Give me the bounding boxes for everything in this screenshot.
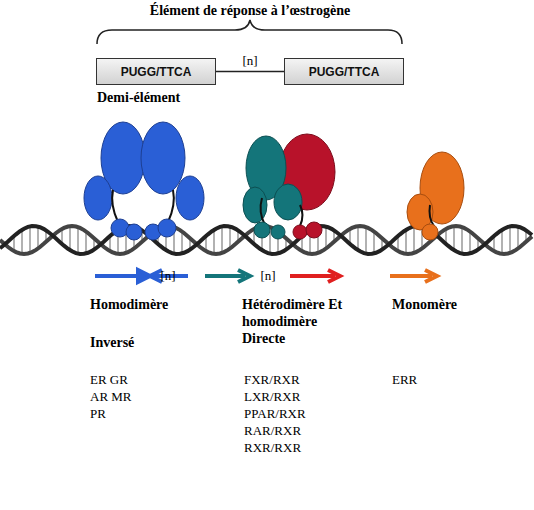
- title-label: Élément de réponse à l’œstrogène: [150, 3, 350, 20]
- spacer-label: [n]: [160, 268, 175, 284]
- dna-rung: [229, 227, 231, 249]
- half-element-box: PUGG/TTCA: [284, 58, 404, 85]
- dna-rung: [325, 227, 327, 249]
- dna-rung: [21, 230, 23, 254]
- heterodimer-protein: [243, 134, 335, 239]
- dna-rung: [373, 232, 375, 254]
- dna-rung: [221, 226, 223, 253]
- group-label: Hétérodimère Et homodimère Directe: [242, 297, 354, 347]
- dna-rung: [85, 232, 87, 254]
- dna-rung: [357, 226, 359, 250]
- monomer-protein: [407, 152, 464, 240]
- receptor-name: AR MR: [90, 389, 132, 405]
- dna-rung: [413, 226, 415, 253]
- dna-rung: [501, 230, 503, 254]
- receptor-name: FXR/RXR: [244, 372, 300, 388]
- dna-rung: [37, 227, 39, 249]
- node-text: PUGG/TTCA: [309, 65, 380, 79]
- spacer-line: [216, 71, 284, 73]
- dna-rung: [461, 227, 463, 254]
- dna-rung: [365, 227, 367, 254]
- dna-rung: [469, 232, 471, 254]
- dna-rung: [213, 230, 215, 254]
- half-element-label: Demi-élément: [97, 90, 180, 107]
- receptor-name: RAR/RXR: [244, 423, 301, 439]
- receptor-name: PR: [90, 406, 106, 422]
- spacer-label: [n]: [260, 268, 275, 284]
- group-label: Homodimère: [90, 297, 168, 314]
- group-label: Monomère: [392, 297, 457, 314]
- dna-rung: [29, 226, 31, 253]
- dna-rung: [509, 226, 511, 253]
- dna-rung: [69, 226, 71, 250]
- dna-rung: [405, 230, 407, 254]
- dna-rung: [453, 226, 455, 250]
- receptor-name: ERR: [392, 372, 417, 388]
- half-element-box: PUGG/TTCA: [96, 58, 216, 85]
- receptor-name: RXR/RXR: [244, 440, 301, 456]
- receptor-name: LXR/RXR: [244, 389, 300, 405]
- dna-rung: [77, 227, 79, 254]
- dna-rung: [181, 232, 183, 254]
- orientation-label: Inversé: [90, 335, 134, 352]
- node-text: PUGG/TTCA: [121, 65, 192, 79]
- homodimer-protein: [84, 122, 204, 240]
- dna-rung: [517, 227, 519, 249]
- receptor-name: ER GR: [90, 372, 128, 388]
- receptor-name: PPAR/RXR: [244, 406, 306, 422]
- edge-label: [n]: [240, 53, 259, 69]
- bracket: [97, 20, 402, 44]
